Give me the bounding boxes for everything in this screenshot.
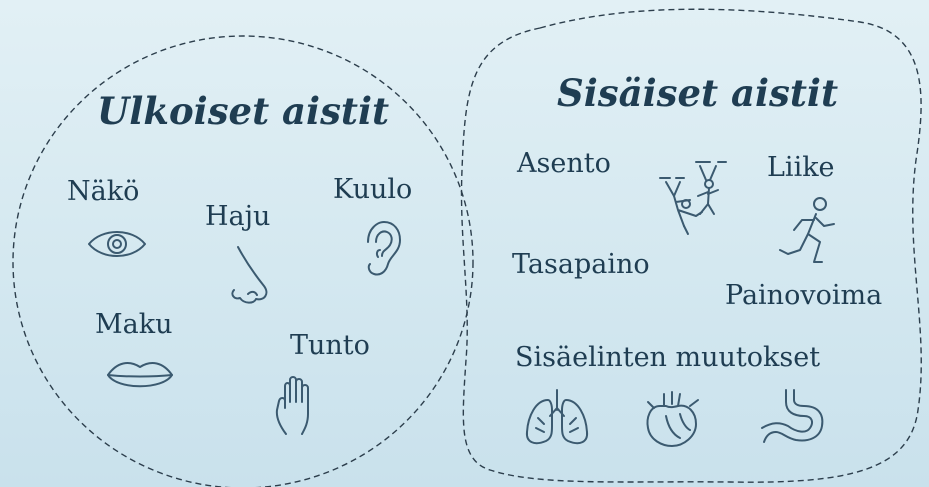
ear-icon xyxy=(360,220,402,278)
sense-label-balance: Tasapaino xyxy=(512,249,650,280)
nose-icon xyxy=(226,244,274,308)
sense-label-internal-changes: Sisäelinten muutokset xyxy=(515,342,821,373)
sense-label-gravity: Painovoima xyxy=(725,280,883,311)
sense-label-taste: Maku xyxy=(95,309,173,340)
sense-label-sight: Näkö xyxy=(67,176,140,207)
internal-senses-title: Sisäiset aistit xyxy=(557,71,839,115)
heart-icon xyxy=(640,386,704,450)
lungs-icon xyxy=(522,386,592,448)
sense-label-position: Asento xyxy=(517,148,611,179)
sense-label-touch: Tunto xyxy=(290,330,370,361)
external-senses-title: Ulkoiset aistit xyxy=(97,89,390,133)
external-senses-outline xyxy=(12,35,474,487)
sense-label-movement: Liike xyxy=(767,152,835,183)
running-person-icon xyxy=(774,194,840,266)
sense-label-smell: Haju xyxy=(205,201,271,232)
eye-icon xyxy=(86,224,148,264)
stomach-icon xyxy=(758,386,830,446)
sense-label-hearing: Kuulo xyxy=(333,174,413,205)
hand-icon xyxy=(272,374,320,438)
acrobats-icon xyxy=(656,156,732,240)
internal-senses-outline xyxy=(460,8,922,483)
lips-icon xyxy=(105,358,175,392)
